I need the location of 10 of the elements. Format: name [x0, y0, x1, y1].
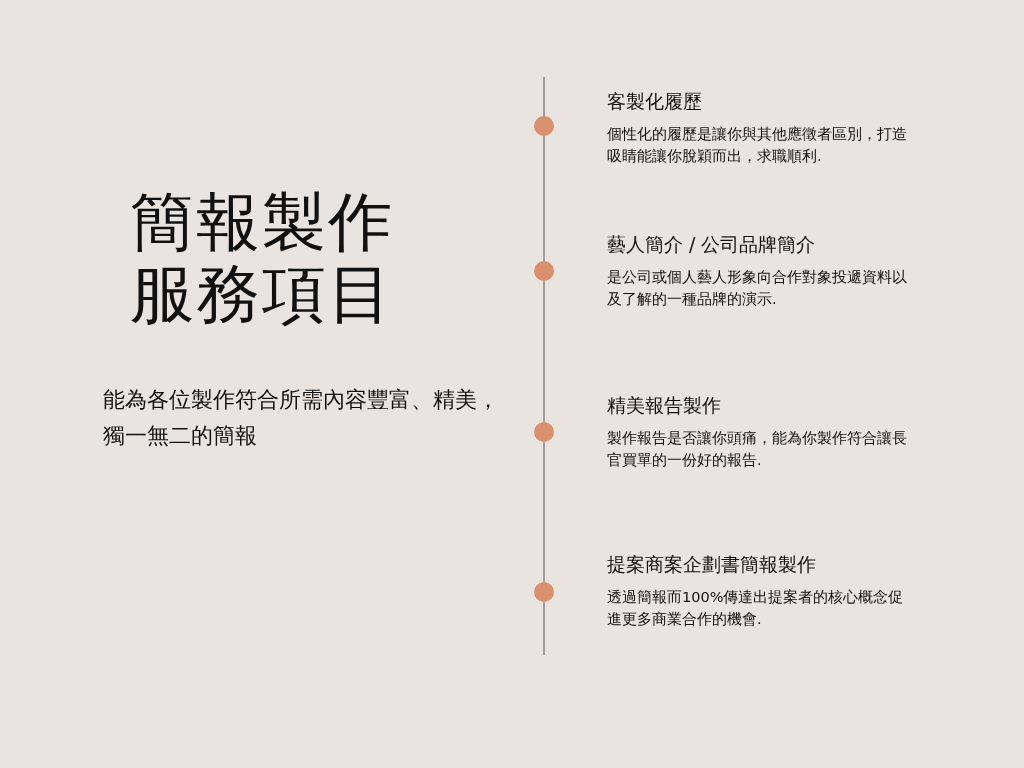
item-description: 個性化的履歷是讓你與其他應徵者區別，打造吸睛能讓你脫穎而出，求職順利. [607, 125, 908, 166]
item-heading: 客製化履歷 [607, 89, 702, 113]
item-heading: 藝人簡介 / 公司品牌簡介 [607, 232, 816, 256]
item-description: 是公司或個人藝人形象向合作對象投遞資料以及了解的一種品牌的演示. [607, 268, 908, 309]
heading: 簡報製作服務項目 [130, 186, 395, 330]
item-heading: 精美報告製作 [607, 393, 721, 417]
item-heading: 提案商案企劃書簡報製作 [607, 552, 816, 576]
subtitle: 能為各位製作符合所需內容豐富、精美，獨一無二的簡報 [103, 386, 500, 450]
item-description: 製作報告是否讓你頭痛，能為你製作符合讓長官買單的一份好的報告. [607, 429, 908, 470]
item-description: 透過簡報而100%傳達出提案者的核心概念促進更多商業合作的機會. [607, 588, 905, 629]
